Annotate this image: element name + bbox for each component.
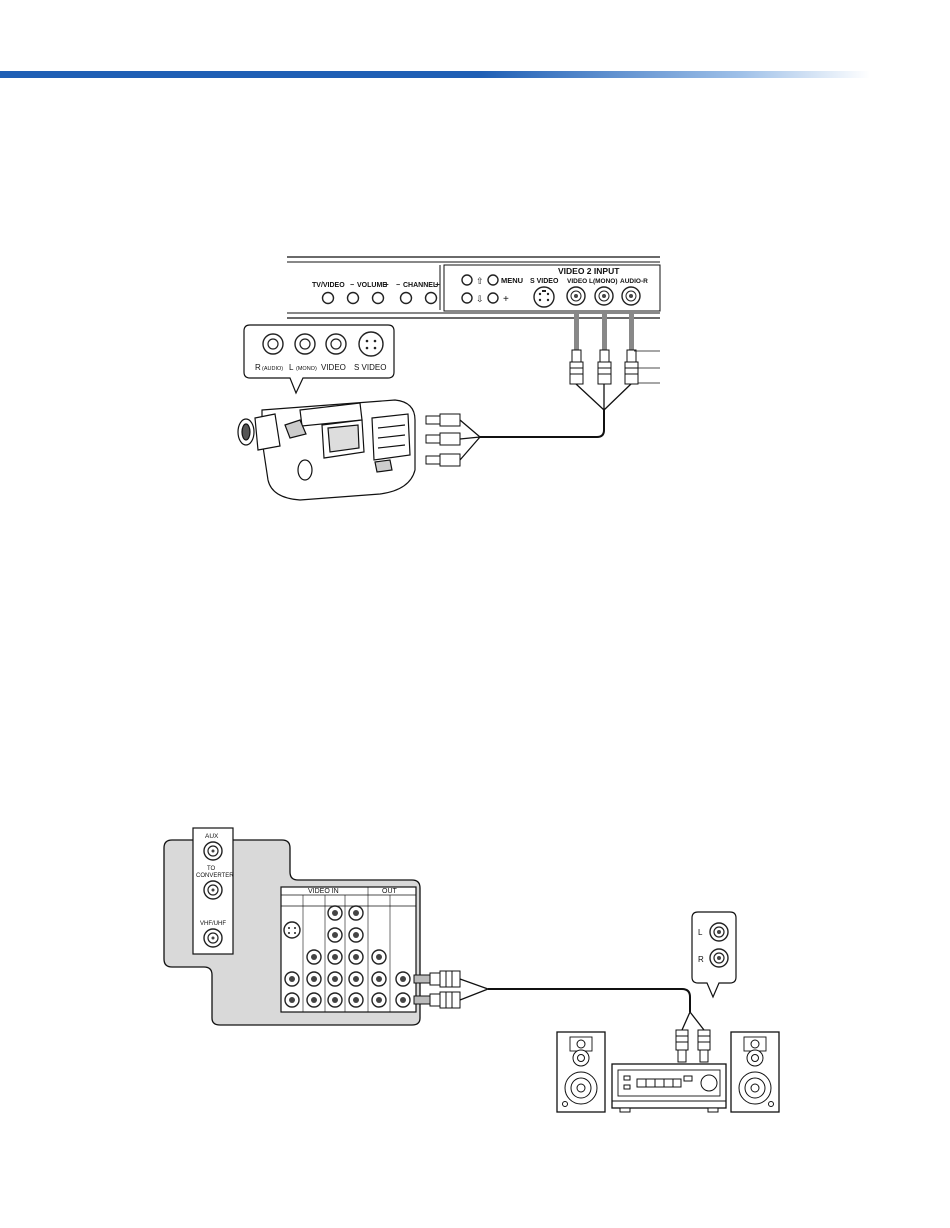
cam-s-video-jack[interactable] [359, 332, 383, 356]
audio-cable [460, 979, 704, 1030]
volume-plus-glyph: + [384, 280, 389, 289]
volume-minus-glyph: − [350, 282, 354, 289]
out-label: OUT [382, 888, 398, 895]
aux-label: AUX [205, 833, 219, 840]
video-in-label: VIDEO IN [308, 888, 339, 895]
audio-r-label: AUDIO-R [620, 278, 648, 285]
s-video-label: S VIDEO [530, 278, 559, 285]
amp-left-label: L [698, 928, 703, 937]
amp-side-plugs [676, 1030, 710, 1062]
channel-label: CHANNEL [403, 282, 438, 289]
channel-up-button[interactable] [426, 293, 437, 304]
cam-r-sublabel: (AUDIO) [262, 366, 283, 372]
l-mono-label: L(MONO) [589, 278, 618, 285]
channel-minus-glyph: − [396, 282, 400, 289]
camcorder-illustration [238, 400, 415, 500]
tv-front-panel: TV/VIDEO − VOLUME + − CHANNEL + ⇧ ⇩ + ME… [287, 257, 660, 318]
cam-s-video-label: S VIDEO [354, 363, 386, 372]
to-converter-label-2: CONVERTER [196, 873, 234, 879]
down-button[interactable] [462, 293, 472, 303]
tv-side-plugs [570, 350, 660, 384]
cam-video-label: VIDEO [321, 363, 346, 372]
menu-button[interactable] [488, 275, 498, 285]
select-button[interactable] [488, 293, 498, 303]
right-speaker [731, 1032, 779, 1112]
audio-system-diagram: AUX TO CONVERTER VHF/UHF VIDEO IN OUT [164, 828, 779, 1112]
camcorder-jacks-callout: R (AUDIO) L (MONO) VIDEO S VIDEO [244, 325, 394, 393]
left-speaker [557, 1032, 605, 1112]
plug-insert-arrows [574, 310, 634, 350]
cam-l-label: L [289, 363, 294, 372]
video-2-input-title: VIDEO 2 INPUT [558, 266, 620, 276]
up-arrow-icon: ⇧ [476, 276, 484, 286]
volume-up-button[interactable] [373, 293, 384, 304]
camcorder-side-plugs [426, 414, 460, 466]
cam-r-label: R [255, 363, 261, 372]
front-panel-buttons [323, 293, 437, 304]
select-icon: + [503, 294, 509, 305]
menu-label: MENU [501, 276, 523, 285]
camcorder-diagram: TV/VIDEO − VOLUME + − CHANNEL + ⇧ ⇩ + ME… [238, 257, 660, 500]
vhf-uhf-label: VHF/UHF [200, 921, 226, 927]
down-arrow-icon: ⇩ [476, 294, 484, 304]
amp-input-callout: L R [692, 912, 736, 997]
av-cable [460, 384, 631, 460]
tv-video-button[interactable] [323, 293, 334, 304]
to-converter-label-1: TO [207, 866, 216, 872]
amplifier [612, 1064, 726, 1112]
audio-out-plugs [414, 971, 460, 1008]
channel-plus-glyph: + [435, 280, 440, 289]
rear-s-video-jack[interactable] [284, 922, 300, 938]
cam-l-sublabel: (MONO) [296, 366, 317, 372]
amp-right-label: R [698, 955, 704, 964]
tv-video-label: TV/VIDEO [312, 282, 345, 289]
volume-label: VOLUME [357, 282, 387, 289]
up-button[interactable] [462, 275, 472, 285]
video-label: VIDEO [567, 278, 587, 285]
volume-down-button[interactable] [348, 293, 359, 304]
channel-down-button[interactable] [401, 293, 412, 304]
